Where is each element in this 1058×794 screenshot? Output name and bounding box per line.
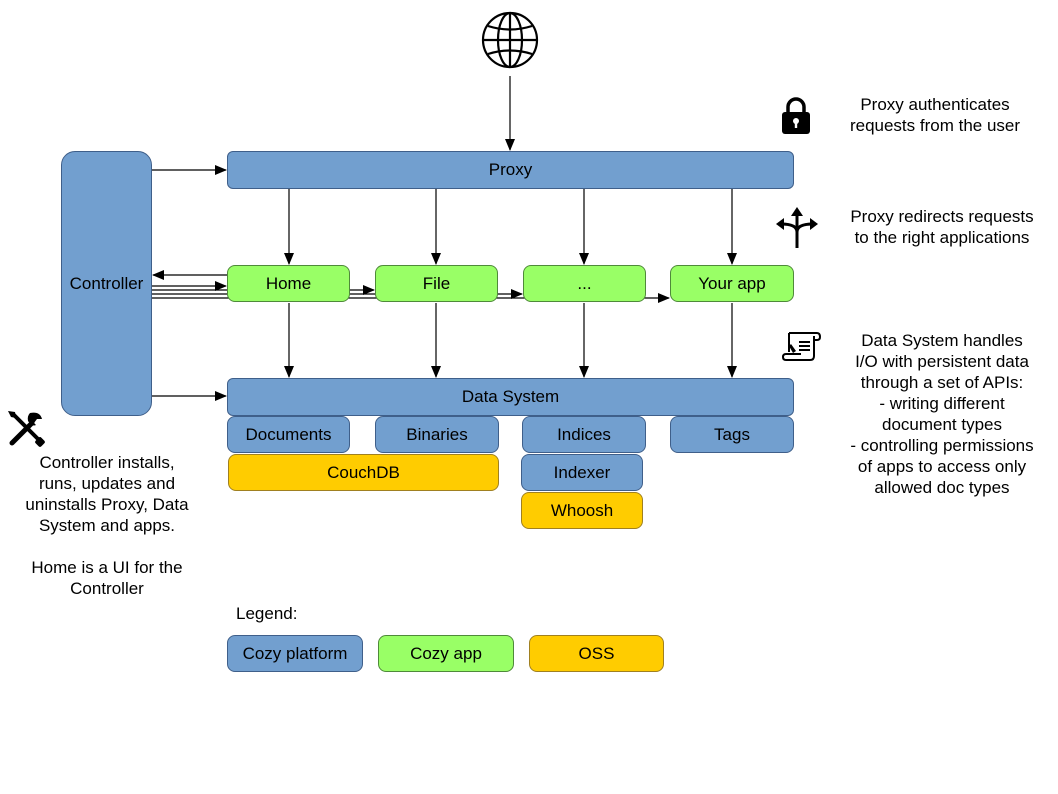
- lock-icon: [782, 97, 810, 134]
- more-apps-box: ...: [523, 265, 646, 302]
- file-app-box: File: [375, 265, 498, 302]
- couchdb-box: CouchDB: [228, 454, 499, 491]
- data-system-note: Data System handles I/O with persistent …: [850, 331, 1034, 497]
- proxy-auth-note: Proxy authenticates requests from the us…: [849, 95, 1021, 135]
- indices-box: Indices: [522, 416, 646, 453]
- documents-box: Documents: [227, 416, 350, 453]
- proxy-redirect-note: Proxy redirects requests to the right ap…: [850, 207, 1034, 247]
- legend-item-oss: OSS: [529, 635, 664, 672]
- scroll-icon: [781, 332, 821, 361]
- controller-box: Controller: [61, 151, 152, 416]
- tags-box: Tags: [670, 416, 794, 453]
- data-system-box: Data System: [227, 378, 794, 416]
- tools-icon: [8, 411, 45, 447]
- legend-item-app: Cozy app: [378, 635, 514, 672]
- legend-item-platform: Cozy platform: [227, 635, 363, 672]
- whoosh-box: Whoosh: [521, 492, 643, 529]
- split-arrows-icon: [776, 207, 818, 248]
- globe-icon: [481, 11, 539, 69]
- home-app-box: Home: [227, 265, 350, 302]
- binaries-box: Binaries: [375, 416, 499, 453]
- indexer-box: Indexer: [521, 454, 643, 491]
- your-app-box: Your app: [670, 265, 794, 302]
- proxy-box: Proxy: [227, 151, 794, 189]
- legend-title: Legend:: [236, 604, 298, 623]
- controller-note: Controller installs, runs, updates and u…: [25, 453, 189, 598]
